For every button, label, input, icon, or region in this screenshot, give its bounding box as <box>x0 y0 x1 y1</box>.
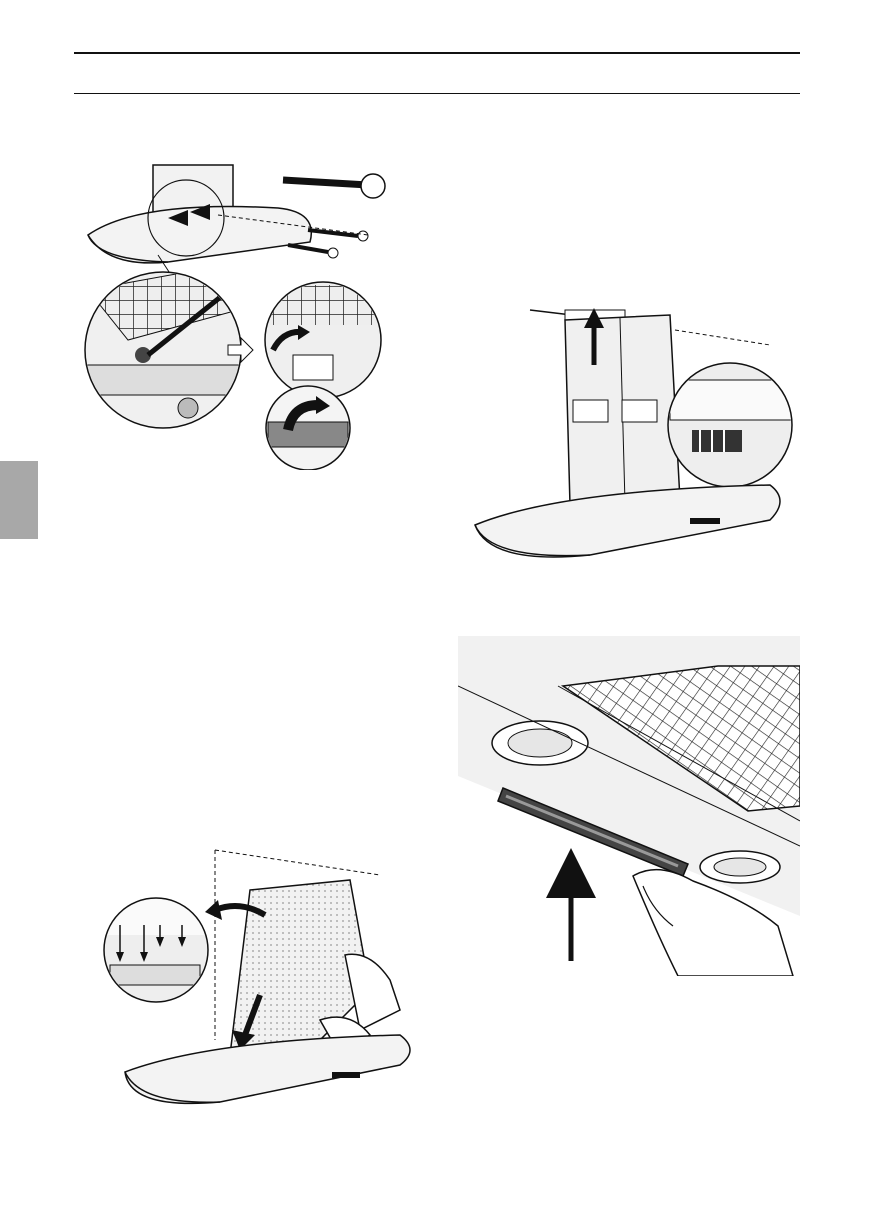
hood-mounting-screws-illustration <box>78 160 408 470</box>
chimney-fixing-screw-illustration <box>470 300 800 575</box>
grease-filter-insertion-illustration <box>458 636 800 976</box>
section-tab <box>0 461 38 539</box>
figure-hood-mounting <box>78 160 408 470</box>
chimney-cover-fitting-illustration <box>100 840 412 1105</box>
header-rule-top <box>74 52 800 54</box>
figure-grease-filter <box>458 636 800 976</box>
figure-chimney-fixing <box>470 300 800 575</box>
header-rule-bottom <box>74 93 800 94</box>
figure-chimney-cover <box>100 840 412 1105</box>
